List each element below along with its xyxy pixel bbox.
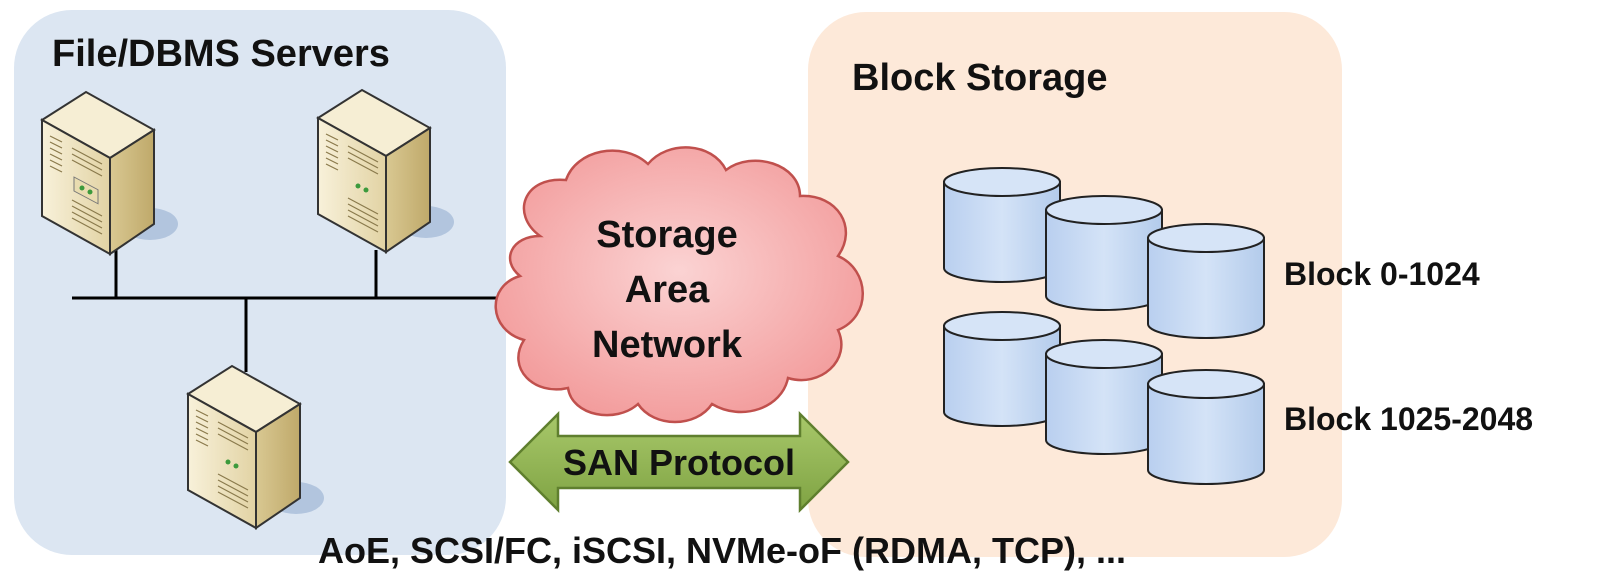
server-icon	[316, 88, 454, 254]
network-cloud-label: Storage Area Network	[592, 214, 743, 366]
disk-icon	[1147, 223, 1265, 339]
cloud-line-3: Network	[592, 324, 743, 366]
block-group-label-1: Block 0-1024	[1284, 256, 1480, 292]
disk-icon	[943, 167, 1061, 283]
protocol-double-arrow: SAN Protocol	[508, 410, 850, 514]
disk-icon	[943, 311, 1061, 427]
servers-panel-title: File/DBMS Servers	[52, 33, 390, 75]
disk-icon	[1045, 339, 1163, 455]
network-cloud	[494, 146, 864, 424]
storage-panel-title: Block Storage	[852, 57, 1108, 99]
disk-icon	[1147, 369, 1265, 485]
disk-group-1	[943, 167, 1265, 339]
protocol-list: AoE, SCSI/FC, iSCSI, NVMe-oF (RDMA, TCP)…	[318, 530, 1126, 571]
block-group-label-2: Block 1025-2048	[1284, 401, 1533, 437]
cloud-line-1: Storage	[596, 214, 737, 256]
disk-icon	[1045, 195, 1163, 311]
disk-group-2	[943, 311, 1265, 485]
network-bus	[72, 250, 500, 372]
protocol-arrow-label: SAN Protocol	[563, 442, 795, 483]
server-icon	[40, 90, 178, 256]
server-icon	[186, 364, 324, 530]
cloud-line-2: Area	[625, 269, 710, 311]
